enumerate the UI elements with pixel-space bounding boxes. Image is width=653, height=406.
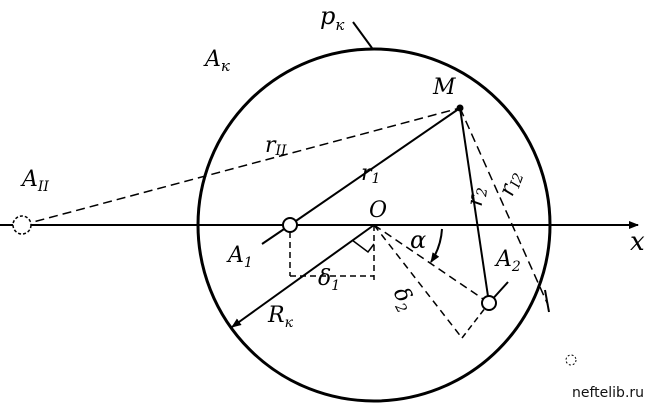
label-delta-1: δ1: [318, 266, 340, 294]
label-r-k: Rк: [267, 303, 294, 331]
label-a-ii: AII: [20, 167, 49, 195]
r-ii-dashed-line: [21, 107, 461, 226]
label-a-k: Aк: [203, 47, 230, 75]
label-r-i2: rI2: [494, 167, 527, 199]
image-well-tick: [544, 289, 550, 313]
label-o: O: [369, 198, 387, 223]
label-delta-2: δ2: [385, 283, 420, 316]
label-p-k: pк: [320, 2, 344, 34]
well-a1: [282, 217, 298, 233]
o-a2-dashed-line: [373, 224, 490, 304]
stray-mark: [565, 354, 577, 366]
pk-leader-line: [352, 21, 373, 49]
image-well-a-ii: [12, 215, 32, 235]
label-r-1: r1: [361, 161, 380, 187]
watermark-text: neftelib.ru: [572, 385, 644, 401]
label-r-ii: rII: [265, 133, 287, 159]
well-a2: [481, 295, 497, 311]
label-r-2: r2: [463, 185, 491, 208]
label-m: M: [432, 75, 456, 100]
alpha-angle-arc: [430, 228, 443, 263]
label-x: x: [630, 227, 645, 257]
point-m: [456, 104, 464, 112]
r-i2-dashed-line: [459, 107, 549, 306]
label-a-1: A1: [226, 243, 253, 271]
delta2-perp-line: [461, 302, 490, 339]
r2-line: [459, 107, 490, 304]
right-angle-mark: [351, 239, 375, 254]
label-a-2: A2: [494, 247, 521, 275]
label-alpha: α: [410, 226, 426, 254]
r1-line: [289, 107, 461, 226]
